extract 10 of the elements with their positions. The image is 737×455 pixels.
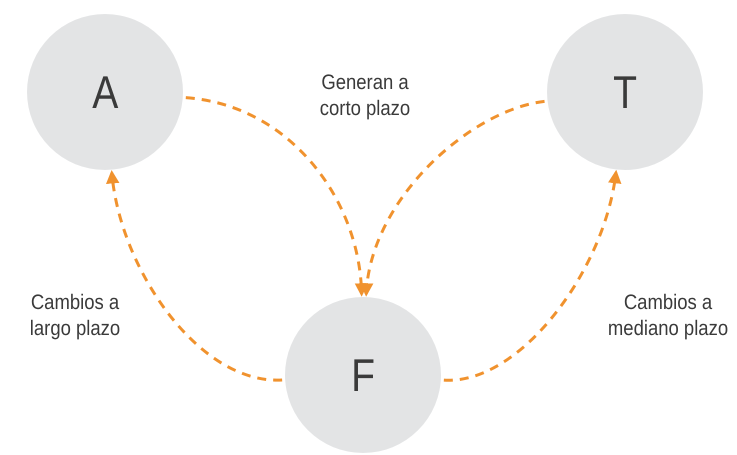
- dashed-arrow: [106, 170, 282, 382]
- dashed-arrow: [186, 96, 368, 297]
- dashed-arrow: [444, 170, 621, 382]
- node-letter: T: [613, 65, 637, 119]
- node-letter: A: [92, 65, 118, 119]
- annotation-text: Generan a corto plazo: [318, 70, 412, 122]
- annotation-text: Cambios a largo plazo: [28, 290, 122, 342]
- annotation-text: Cambios a mediano plazo: [606, 290, 730, 342]
- dashed-arrow: [360, 100, 545, 297]
- node-letter: F: [351, 348, 375, 402]
